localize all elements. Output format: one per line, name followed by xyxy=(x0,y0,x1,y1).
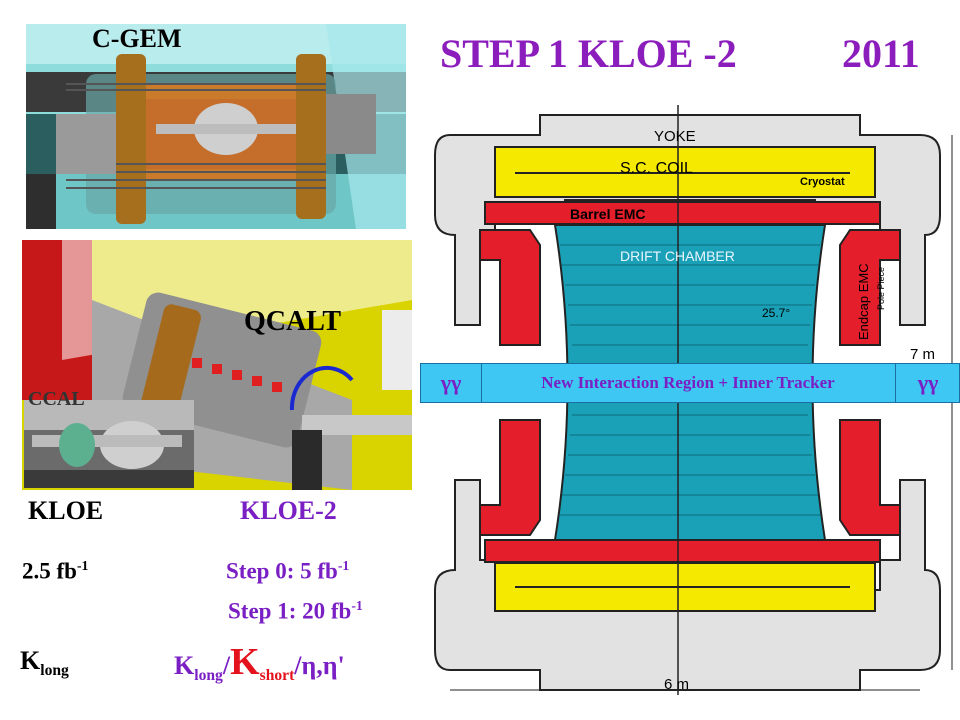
gamma-gamma-right: γγ xyxy=(895,364,960,402)
cgem-render-image xyxy=(26,24,406,229)
kloe-physics-long: long xyxy=(40,662,69,680)
step0-luminosity: Step 0: 5 fb-1 xyxy=(226,558,349,585)
kloe2-physics-k2: K xyxy=(230,641,260,683)
yoke-label: YOKE xyxy=(654,128,696,145)
kloe-luminosity: 2.5 fb-1 xyxy=(22,558,88,585)
kloe2-physics-long: long xyxy=(194,667,223,685)
slide-title: STEP 1 KLOE -2 xyxy=(440,31,737,76)
barrel-emc-label: Barrel EMC xyxy=(570,206,646,222)
step1-luminosity-exp: -1 xyxy=(351,598,363,613)
qcalt-label: QCALT xyxy=(244,306,342,337)
kloe2-label: KLOE-2 xyxy=(240,496,337,525)
angle-label: 25.7° xyxy=(762,306,791,320)
step1-luminosity-value: Step 1: 20 fb xyxy=(228,598,352,624)
gamma-gamma-left: γγ xyxy=(421,364,482,402)
pole-piece-label: Pole Piece xyxy=(876,266,886,310)
slide-year: 2011 xyxy=(842,31,920,76)
height-dimension-label: 7 m xyxy=(910,346,936,363)
kloe2-physics-k1: K xyxy=(174,651,195,680)
kloe-label: KLOE xyxy=(28,496,104,525)
width-dimension-label: 6 m xyxy=(664,676,690,693)
kloe-luminosity-value: 2.5 fb xyxy=(22,558,77,584)
qcalt-render-image xyxy=(22,240,412,490)
step1-luminosity: Step 1: 20 fb-1 xyxy=(228,598,363,625)
cgem-label: C-GEM xyxy=(92,24,182,53)
ccal-label: CCAL xyxy=(28,388,85,410)
endcap-emc-label: Endcap EMC xyxy=(856,263,871,340)
kloe2-physics-short: short xyxy=(259,667,295,685)
step0-luminosity-value: Step 0: 5 fb xyxy=(226,558,338,584)
kloe2-physics-eta: /η,η' xyxy=(294,651,345,680)
kloe-physics-k: K xyxy=(20,646,41,675)
interaction-region-bar: γγ New Interaction Region + Inner Tracke… xyxy=(420,363,960,403)
cryostat-label: Cryostat xyxy=(800,176,845,188)
drift-chamber-label: DRIFT CHAMBER xyxy=(620,248,735,264)
step0-luminosity-exp: -1 xyxy=(337,558,350,573)
coil-label: S.C. COIL xyxy=(620,160,693,177)
interaction-region-text: New Interaction Region + Inner Tracker xyxy=(541,373,835,392)
kloe2-physics-slash: / xyxy=(222,651,231,680)
kloe-physics: Klong xyxy=(20,646,69,680)
kloe-luminosity-exp: -1 xyxy=(76,558,89,573)
kloe2-physics: Klong/Kshort/η,η' xyxy=(174,640,345,685)
